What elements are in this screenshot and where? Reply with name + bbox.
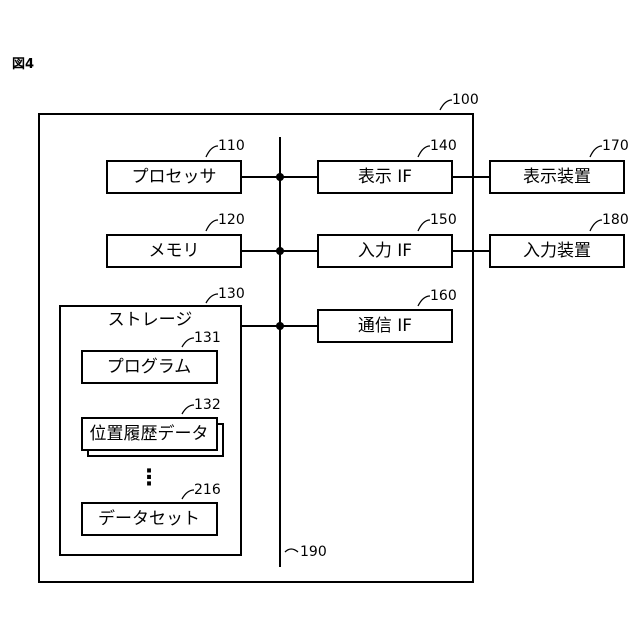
ellipsis-label: ⋮ xyxy=(138,466,160,491)
bus-junction-display xyxy=(276,173,284,181)
location-history-label: 位置履歴データ xyxy=(90,423,209,444)
dataset-ref: 216 xyxy=(194,482,221,498)
device-ref-leader xyxy=(440,100,452,110)
bus-junction-storage xyxy=(276,322,284,330)
processor-label: プロセッサ xyxy=(132,167,217,187)
dataset-label: データセット xyxy=(98,508,200,529)
bus-ref: 190 xyxy=(300,544,327,560)
figure-label: 図4 xyxy=(12,57,34,72)
input-device-ref-leader xyxy=(590,220,602,231)
display-device-ref: 170 xyxy=(602,138,629,154)
memory-label: メモリ xyxy=(149,241,200,261)
program-ref: 131 xyxy=(194,330,221,346)
device-ref: 100 xyxy=(452,92,479,108)
location-history-ref: 132 xyxy=(194,397,221,413)
storage-ref: 130 xyxy=(218,286,245,302)
input-if-ref: 150 xyxy=(430,212,457,228)
display-if-label: 表示 IF xyxy=(358,167,412,187)
storage-label: ストレージ xyxy=(108,310,193,330)
comm-if-ref: 160 xyxy=(430,288,457,304)
program-label: プログラム xyxy=(107,357,192,377)
display-device-ref-leader xyxy=(590,146,602,157)
input-device-ref: 180 xyxy=(602,212,629,228)
display-device-label: 表示装置 xyxy=(523,167,591,187)
input-device-label: 入力装置 xyxy=(523,241,591,261)
memory-ref: 120 xyxy=(218,212,245,228)
display-if-ref: 140 xyxy=(430,138,457,154)
input-if-label: 入力 IF xyxy=(358,241,412,261)
bus-junction-input xyxy=(276,247,284,255)
processor-ref: 110 xyxy=(218,138,245,154)
comm-if-label: 通信 IF xyxy=(358,316,412,336)
